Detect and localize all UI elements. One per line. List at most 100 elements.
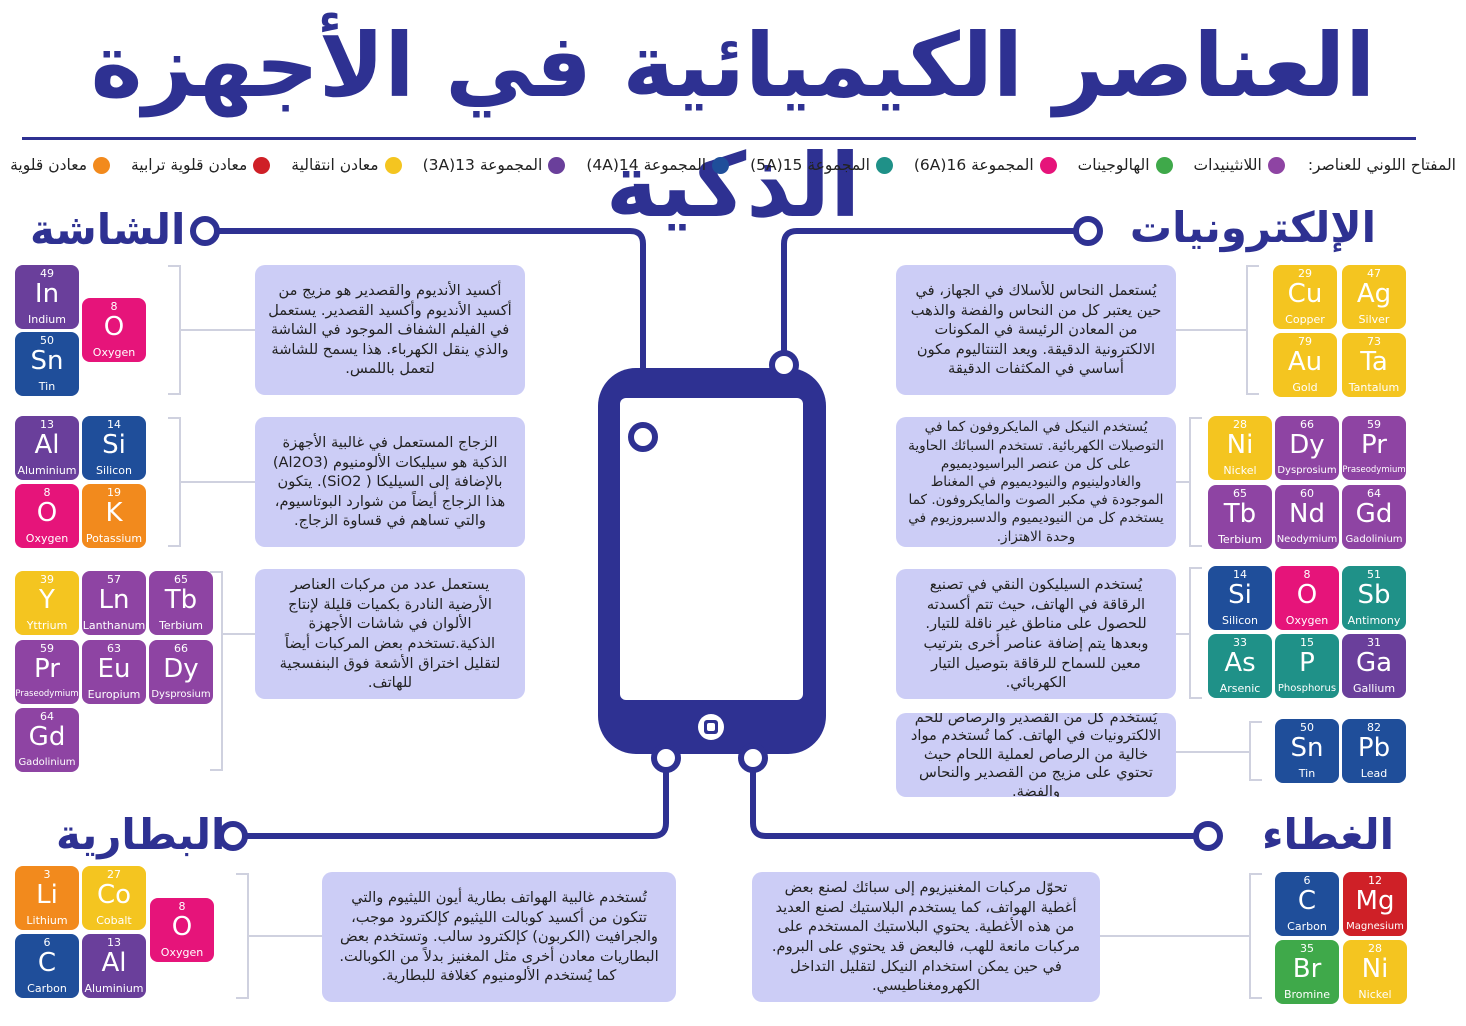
info-text: يُستخدم كل من القصدير والرصاص للحم الالك… [910,713,1162,797]
electronics-node-start [1073,216,1103,246]
element-symbol: Li [36,880,58,910]
bracket-screen-1 [168,265,255,395]
element-name: Nickel [1223,464,1257,477]
atomic-number: 14 [107,418,121,431]
atomic-number: 63 [107,642,121,655]
element-symbol: As [1224,648,1256,678]
element-name: Europium [87,688,141,701]
atomic-number: 8 [110,300,118,313]
atomic-number: 82 [1367,721,1381,734]
legend-item-alkali: معادن قلوية [10,156,111,174]
legend-swatch [253,156,271,174]
element-symbol: Nd [1289,499,1325,529]
element-symbol: Pr [1361,430,1387,460]
section-title-electronics: الإلكترونيات [1129,203,1376,252]
info-text: تُستخدم غالبية الهواتف بطارية أيون الليث… [339,889,659,985]
atomic-number: 13 [40,418,54,431]
section-title-cover: الغطاء [1261,810,1394,859]
atomic-number: 27 [107,868,121,881]
element-symbol: Ln [98,585,130,615]
element-name: Oxygen [92,346,136,359]
element-symbol: Ta [1360,347,1388,377]
element-name: Lead [1360,767,1388,780]
element-name: Oxygen [25,532,69,545]
element-symbol: O [171,912,193,942]
atomic-number: 49 [40,267,54,280]
element-name: Phosphorus [1277,683,1337,694]
element-symbol: O [1296,580,1318,610]
atomic-number: 60 [1300,487,1314,500]
screen-node-start [190,216,220,246]
atomic-number: 3 [43,868,51,881]
bracket-screen-2 [168,417,255,547]
cover-node-end [738,743,768,773]
element-name: Yttrium [26,619,68,632]
element-symbol: K [105,498,123,528]
element-symbol: Tb [164,585,198,615]
element-name: Silicon [96,464,132,477]
element-name: Praseodymium [15,689,79,699]
element-symbol: In [34,279,60,309]
element-symbol: Gd [28,722,66,752]
element-symbol: O [36,498,58,528]
bracket-screen-3 [210,571,255,771]
title-divider [22,137,1416,140]
element-name: Carbon [1287,920,1327,933]
legend-item-label: معادن انتقالية [291,156,379,174]
legend-swatch [1267,156,1285,174]
legend-swatch [384,156,402,174]
element-symbol: Al [101,948,127,978]
legend-swatch [93,156,111,174]
element-symbol: Al [34,430,60,460]
info-text: يستعمل عدد من مركبات العناصر الأرضية الن… [279,576,501,692]
info-text: يُستعمل النحاس للأسلاك في الجهاز، في حين… [910,282,1162,378]
info-box-screen-glass: الزجاج المستعمل في غالبية الأجهزة الذكية… [255,417,525,547]
atomic-number: 28 [1233,418,1247,431]
legend-item-label: اللانثينيدات [1193,156,1262,174]
atomic-number: 73 [1367,335,1381,348]
atomic-number: 12 [1368,874,1382,887]
atomic-number: 13 [107,936,121,949]
element-symbol: Dy [1289,430,1325,460]
element-symbol: Dy [163,654,199,684]
legend-item-label: الهالوجينات [1077,156,1150,174]
atomic-number: 64 [40,710,54,723]
atomic-number: 64 [1367,487,1381,500]
element-name: Carbon [27,982,67,995]
atomic-number: 6 [1303,874,1311,887]
legend-item-lanthanides: اللانثينيدات [1194,156,1285,174]
element-name: Terbium [1218,533,1262,546]
element-name: Silicon [1222,614,1258,627]
bracket-elec-3 [1176,567,1202,699]
electronics-node-end [769,350,799,380]
cover-node-start [1193,821,1223,851]
element-name: Oxygen [1285,614,1329,627]
atomic-number: 65 [174,573,188,586]
section-title-screen: الشاشة [30,205,186,254]
atomic-number: 57 [107,573,121,586]
element-symbol: Ni [1361,954,1389,984]
element-symbol: Mg [1355,886,1395,916]
element-name: Dysprosium [151,689,211,700]
info-box-electronics-chip: يُستخدم السيليكون النقي في تصنيع الرقاقة… [896,569,1176,699]
element-symbol: Ga [1355,648,1393,678]
element-name: Lanthanum [82,619,146,632]
element-name: Arsenic [1219,682,1261,695]
element-name: Gold [1292,381,1318,394]
